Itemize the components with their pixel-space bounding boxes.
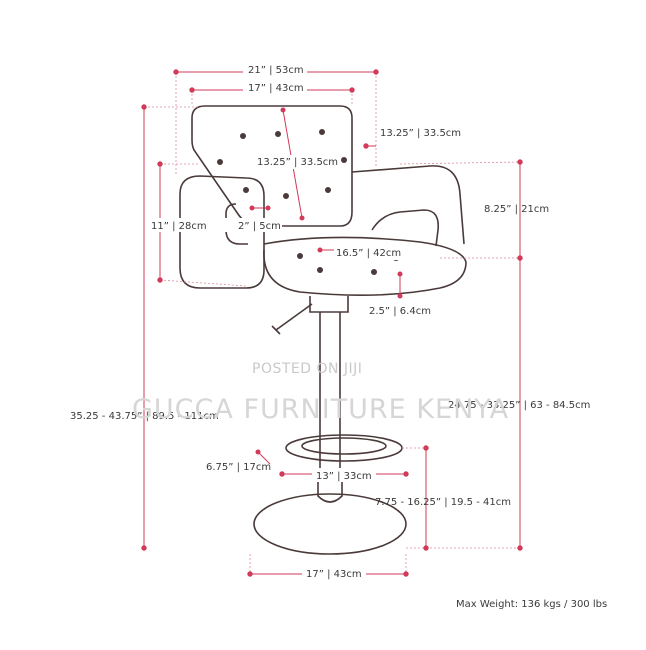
seat-top <box>263 236 467 263</box>
tuft-button <box>243 187 249 193</box>
dim-endpoint <box>255 449 261 455</box>
tuft-button <box>371 269 377 275</box>
dim-endpoint <box>397 293 403 299</box>
label-backdrop <box>243 63 307 77</box>
label-footrest-width: 13” | 33cm <box>316 471 372 482</box>
dim-endpoint <box>141 104 147 110</box>
guide-line <box>399 161 521 165</box>
label-seat-thickness: 2.5” | 6.4cm <box>369 306 431 317</box>
right-armrest <box>351 165 465 245</box>
label-back-depth: 13.25” | 33.5cm <box>380 128 461 139</box>
guide-line <box>159 279 247 287</box>
left-armrest <box>179 175 265 289</box>
label-backdrop <box>243 81 307 95</box>
tuft-button <box>217 159 223 165</box>
label-footrest-depth: 6.75” | 17cm <box>206 462 271 473</box>
tuft-button <box>283 193 289 199</box>
label-overall-height: 35.25 - 43.75” | 89.5 - 111cm <box>70 411 219 422</box>
tuft-button <box>319 129 325 135</box>
watermark: POSTED ON JIJI GUCCA FURNITURE KENYA <box>132 361 509 425</box>
tuft-button <box>297 253 303 259</box>
dim-endpoint <box>423 545 429 551</box>
label-seat-width: 16.5” | 42cm <box>336 248 401 259</box>
dim-endpoint <box>189 87 195 93</box>
dim-endpoint <box>247 571 253 577</box>
label-arm-to-seat: 8.25” | 21cm <box>484 204 549 215</box>
right-armrest-inner <box>371 209 440 247</box>
dim-endpoint <box>363 143 369 149</box>
dim-endpoint <box>157 161 163 167</box>
dim-line-footrest-depth <box>257 451 271 465</box>
dim-endpoint <box>349 87 355 93</box>
dim-endpoint <box>157 277 163 283</box>
backrest <box>191 105 353 227</box>
dim-endpoint <box>279 471 285 477</box>
label-footrest-height: 7.75 - 16.25” | 19.5 - 41cm <box>375 497 511 508</box>
dim-endpoint <box>517 545 523 551</box>
label-back-height: 13.25” | 33.5cm <box>257 157 338 168</box>
base-disc <box>253 493 407 555</box>
label-backdrop <box>255 155 337 169</box>
max-weight-note: Max Weight: 136 kgs / 300 lbs <box>456 599 607 610</box>
dim-endpoint <box>517 159 523 165</box>
dim-endpoint <box>299 215 305 221</box>
footrest-ring-inner <box>301 437 387 455</box>
tuft-button <box>275 131 281 137</box>
dim-endpoint <box>141 545 147 551</box>
watermark-line1: POSTED ON JIJI <box>252 361 362 377</box>
dim-endpoint <box>397 271 403 277</box>
dim-endpoint <box>403 471 409 477</box>
tuft-button <box>317 267 323 273</box>
dim-endpoint <box>373 69 379 75</box>
label-seat-height: 24.75 - 33.25” | 63 - 84.5cm <box>448 400 590 411</box>
tuft-button <box>240 133 246 139</box>
seat-bracket <box>309 296 349 313</box>
gas-column <box>319 312 341 470</box>
lower-column <box>317 470 343 503</box>
dim-endpoint <box>423 445 429 451</box>
seat-cushion <box>263 249 467 296</box>
label-backdrop <box>236 218 282 232</box>
label-backdrop <box>334 246 416 260</box>
label-base-width: 17” | 43cm <box>306 569 362 580</box>
dim-endpoint <box>265 205 271 211</box>
dim-endpoint <box>317 247 323 253</box>
dim-endpoint <box>173 69 179 75</box>
dim-endpoint <box>280 107 286 113</box>
label-back-width: 17” | 43cm <box>248 83 304 94</box>
dim-endpoint <box>403 571 409 577</box>
label-backdrop <box>302 567 366 581</box>
guide-lines <box>144 72 521 574</box>
dimension-labels: 21” | 53cm 17” | 43cm 13.25” | 33.5cm 13… <box>70 63 590 581</box>
label-arm-width: 2” | 5cm <box>238 221 281 232</box>
chair-outline <box>179 105 467 555</box>
guide-line <box>249 554 407 574</box>
dim-endpoint <box>249 205 255 211</box>
label-overall-width: 21” | 53cm <box>248 65 304 76</box>
label-backdrop <box>150 218 236 232</box>
label-arm-height: 11” | 28cm <box>151 221 207 232</box>
height-lever <box>271 303 313 335</box>
tuft-button <box>325 187 331 193</box>
label-backdrop <box>312 468 376 482</box>
tuft-button <box>341 157 347 163</box>
watermark-line2: GUCCA FURNITURE KENYA <box>132 394 509 425</box>
